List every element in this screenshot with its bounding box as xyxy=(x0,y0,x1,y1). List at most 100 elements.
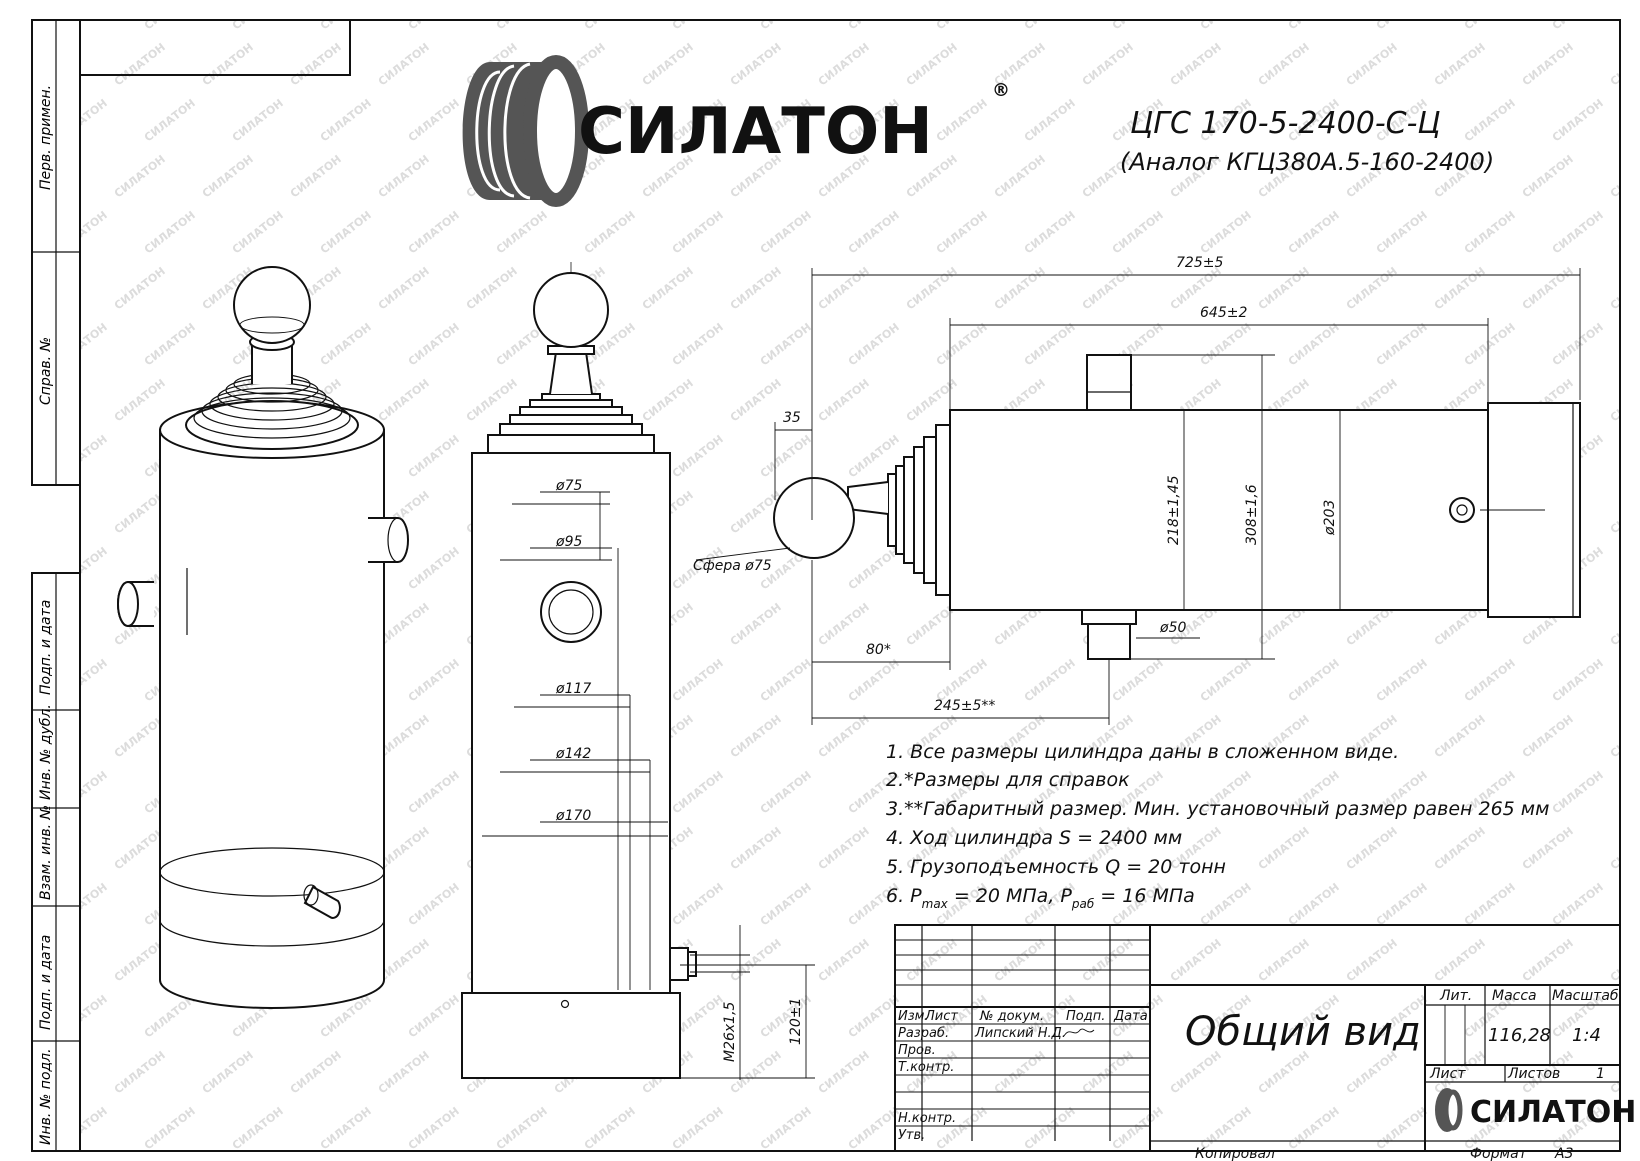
watermark-text: СИЛАТОН xyxy=(406,433,462,481)
watermark-text: СИЛАТОН xyxy=(54,993,110,1041)
watermark-text: СИЛАТОН xyxy=(142,209,198,257)
watermark-text: СИЛАТОН xyxy=(1344,825,1400,873)
watermark-text: СИЛАТОН xyxy=(1022,657,1078,705)
watermark-text: СИЛАТОН xyxy=(1432,825,1488,873)
watermark-text: СИЛАТОН xyxy=(494,209,550,257)
watermark-text: СИЛАТОН xyxy=(992,1049,1048,1097)
watermark-text: СИЛАТОН xyxy=(288,41,344,89)
watermark-text: СИЛАТОН xyxy=(582,0,638,32)
note-4: 4. Ход цилиндра S = 2400 мм xyxy=(886,827,1182,849)
watermark-text: СИЛАТОН xyxy=(406,769,462,817)
watermark-text: СИЛАТОН xyxy=(318,0,374,32)
watermark-text: СИЛАТОН xyxy=(1462,657,1518,705)
watermark-text: СИЛАТОН xyxy=(1110,1105,1166,1153)
tb-scale-value: 1:4 xyxy=(1572,1025,1601,1046)
watermark-text: СИЛАТОН xyxy=(640,265,696,313)
watermark-text: СИЛАТОН xyxy=(1286,0,1342,32)
title-block: Изм. Лист № докум. Подп. Дата Разраб. Пр… xyxy=(894,924,1636,1161)
watermark-text: СИЛАТОН xyxy=(1344,1049,1400,1097)
note-2: 2.*Размеры для справок xyxy=(886,769,1130,791)
dim-side-d203: ø203 xyxy=(1322,500,1338,536)
watermark-text: СИЛАТОН xyxy=(142,321,198,369)
tb-role-prov: Пров. xyxy=(898,1043,936,1058)
watermark-text: СИЛАТОН xyxy=(1462,0,1518,32)
watermark-text: СИЛАТОН xyxy=(934,209,990,257)
watermark-text: СИЛАТОН xyxy=(758,881,814,929)
tb-developer: Липский Н.Д. xyxy=(974,1026,1066,1041)
dim-front-d75: ø75 xyxy=(555,478,582,494)
watermark-text: СИЛАТОН xyxy=(1432,937,1488,985)
watermark-text: СИЛАТОН xyxy=(670,769,726,817)
tb-role-utv: Утв. xyxy=(898,1128,925,1143)
watermark-text: СИЛАТОН xyxy=(670,1105,726,1153)
strip-label-podp-data-1: Подп. и дата xyxy=(38,600,54,695)
watermark-text: СИЛАТОН xyxy=(142,97,198,145)
watermark-text: СИЛАТОН xyxy=(1022,0,1078,32)
watermark-text: СИЛАТОН xyxy=(1608,41,1640,89)
tb-format-value: А3 xyxy=(1554,1146,1573,1161)
watermark-text: СИЛАТОН xyxy=(728,265,784,313)
watermark-text: СИЛАТОН xyxy=(54,657,110,705)
watermark-text: СИЛАТОН xyxy=(1374,881,1430,929)
watermark-text: СИЛАТОН xyxy=(1168,937,1224,985)
watermark-text: СИЛАТОН xyxy=(1256,937,1312,985)
watermark-text: СИЛАТОН xyxy=(1168,1049,1224,1097)
watermark-text: СИЛАТОН xyxy=(1168,41,1224,89)
watermark-text: СИЛАТОН xyxy=(670,0,726,32)
brand-logo-small: СИЛАТОН xyxy=(1435,1088,1636,1132)
dim-side-d50: ø50 xyxy=(1159,620,1186,636)
watermark-text: СИЛАТОН xyxy=(1022,97,1078,145)
tb-role-tkontr: Т.контр. xyxy=(898,1060,954,1075)
watermark-text: СИЛАТОН xyxy=(728,825,784,873)
watermark-text: СИЛАТОН xyxy=(1374,321,1430,369)
watermark-text: СИЛАТОН xyxy=(846,993,902,1041)
watermark-text: СИЛАТОН xyxy=(1462,97,1518,145)
watermark-text: СИЛАТОН xyxy=(494,0,550,32)
isometric-view xyxy=(117,266,409,1009)
logo-tire-icon xyxy=(462,62,556,200)
watermark-text: СИЛАТОН xyxy=(1080,41,1136,89)
dim-front-d142: ø142 xyxy=(555,746,591,762)
watermark-text: СИЛАТОН xyxy=(816,41,872,89)
watermark-text: СИЛАТОН xyxy=(758,1105,814,1153)
watermark-text: СИЛАТОН xyxy=(1110,657,1166,705)
watermark-text: СИЛАТОН xyxy=(904,41,960,89)
watermark-text: СИЛАТОН xyxy=(1256,825,1312,873)
watermark-text: СИЛАТОН xyxy=(1520,265,1576,313)
watermark-text: СИЛАТОН xyxy=(846,321,902,369)
dim-side-308: 308±1,6 xyxy=(1244,484,1260,545)
watermark-text: СИЛАТОН xyxy=(1110,0,1166,32)
watermark-text: СИЛАТОН xyxy=(376,41,432,89)
tb-sheets-label: Листов xyxy=(1507,1066,1560,1082)
watermark-text: СИЛАТОН xyxy=(230,97,286,145)
watermark-text: СИЛАТОН xyxy=(200,41,256,89)
watermark-text: СИЛАТОН xyxy=(1608,713,1640,761)
dim-side-725: 725±5 xyxy=(1176,255,1223,271)
analog-designation: (Аналог КГЦ380А.5-160-2400) xyxy=(1120,148,1494,176)
watermark-text: СИЛАТОН xyxy=(1462,881,1518,929)
watermark-text: СИЛАТОН xyxy=(846,1105,902,1153)
watermark-text: СИЛАТОН xyxy=(24,489,80,537)
watermark-text: СИЛАТОН xyxy=(582,209,638,257)
dim-side-35: 35 xyxy=(783,410,801,426)
brand-name: СИЛАТОН xyxy=(578,95,933,169)
watermark-text: СИЛАТОН xyxy=(406,209,462,257)
note-5: 5. Грузоподъемность Q = 20 тонн xyxy=(886,856,1226,878)
watermark-text: СИЛАТОН xyxy=(376,265,432,313)
watermark-text: СИЛАТОН xyxy=(1550,769,1606,817)
watermark-text: СИЛАТОН xyxy=(1022,1105,1078,1153)
watermark-text: СИЛАТОН xyxy=(54,881,110,929)
watermark-text: СИЛАТОН xyxy=(1374,0,1430,32)
strip-label-sprav-no: Справ. № xyxy=(38,337,54,405)
watermark-text: СИЛАТОН xyxy=(758,209,814,257)
watermark-text: СИЛАТОН xyxy=(406,1105,462,1153)
tb-mass-label: Масса xyxy=(1492,988,1537,1004)
watermark-text: СИЛАТОН xyxy=(670,657,726,705)
watermark-text: СИЛАТОН xyxy=(406,657,462,705)
watermark-text: СИЛАТОН xyxy=(640,41,696,89)
tb-copied: Копировал xyxy=(1195,1146,1275,1161)
watermark-text: СИЛАТОН xyxy=(1432,713,1488,761)
note-6: 6. Pmax = 20 МПа, Pраб = 16 МПа xyxy=(886,885,1195,911)
watermark-text: СИЛАТОН xyxy=(670,209,726,257)
watermark-text: СИЛАТОН xyxy=(1286,209,1342,257)
